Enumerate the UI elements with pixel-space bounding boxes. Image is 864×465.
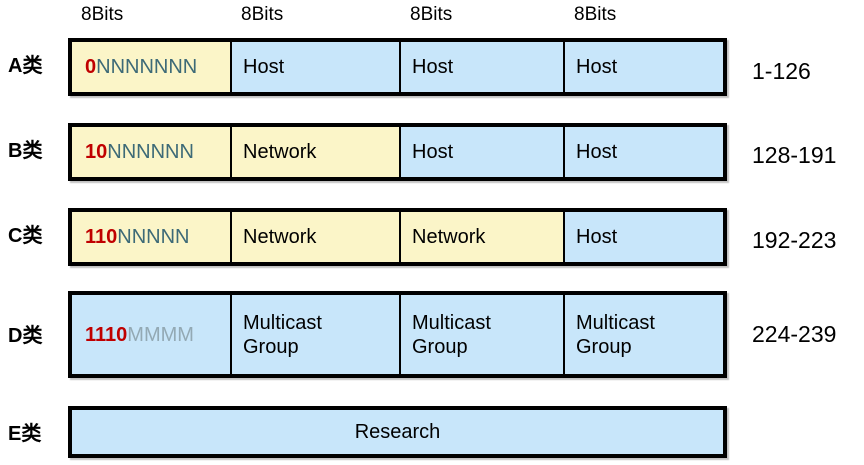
octet-cell-c-4: Host: [565, 212, 723, 262]
range-label-b: 128-191: [752, 142, 837, 168]
class-label-a: A类: [8, 55, 43, 77]
variable-bits-b: NNNNNN: [107, 141, 194, 163]
octet-cell-c-3: Network: [401, 212, 565, 262]
column-header-bits-4: 8Bits: [574, 4, 617, 25]
class-label-e: E类: [8, 423, 42, 445]
class-label-c: C类: [8, 225, 43, 247]
octet-cell-a-4: Host: [565, 42, 723, 92]
fixed-bits-b: 10: [85, 141, 108, 163]
range-label-a: 1-126: [752, 58, 811, 84]
octet-cell-b-2: Network: [232, 127, 401, 177]
octet-cell-d-3: Multicast Group: [401, 295, 565, 374]
range-label-c: 192-223: [752, 227, 837, 253]
variable-bits-c: NNNNN: [117, 226, 190, 248]
class-label-d: D类: [8, 325, 43, 347]
octet-cell-d-2: Multicast Group: [232, 295, 401, 374]
octet-cell-b-4: Host: [565, 127, 723, 177]
variable-bits-d: MMMM: [127, 323, 194, 346]
fixed-bits-c: 110: [85, 226, 118, 248]
range-label-d: 224-239: [752, 321, 837, 347]
column-header-bits-3: 8Bits: [410, 4, 453, 25]
octet-cell-b-3: Host: [401, 127, 565, 177]
class-label-b: B类: [8, 140, 43, 162]
octet-cell-d-4: Multicast Group: [565, 295, 723, 374]
octet-cell-a-2: Host: [232, 42, 401, 92]
octet-cell-a-3: Host: [401, 42, 565, 92]
column-header-bits-1: 8Bits: [81, 4, 124, 25]
column-header-row: 8Bits 8Bits 8Bits 8Bits: [68, 0, 727, 30]
research-cell-e: Research: [72, 410, 723, 454]
variable-bits-a: NNNNNNN: [96, 56, 198, 78]
column-header-bits-2: 8Bits: [241, 4, 284, 25]
octet-cell-c-2: Network: [232, 212, 401, 262]
fixed-bits-d: 1110: [85, 323, 128, 346]
fixed-bits-a: 0: [85, 56, 97, 78]
class-row-e: Research: [68, 406, 727, 458]
